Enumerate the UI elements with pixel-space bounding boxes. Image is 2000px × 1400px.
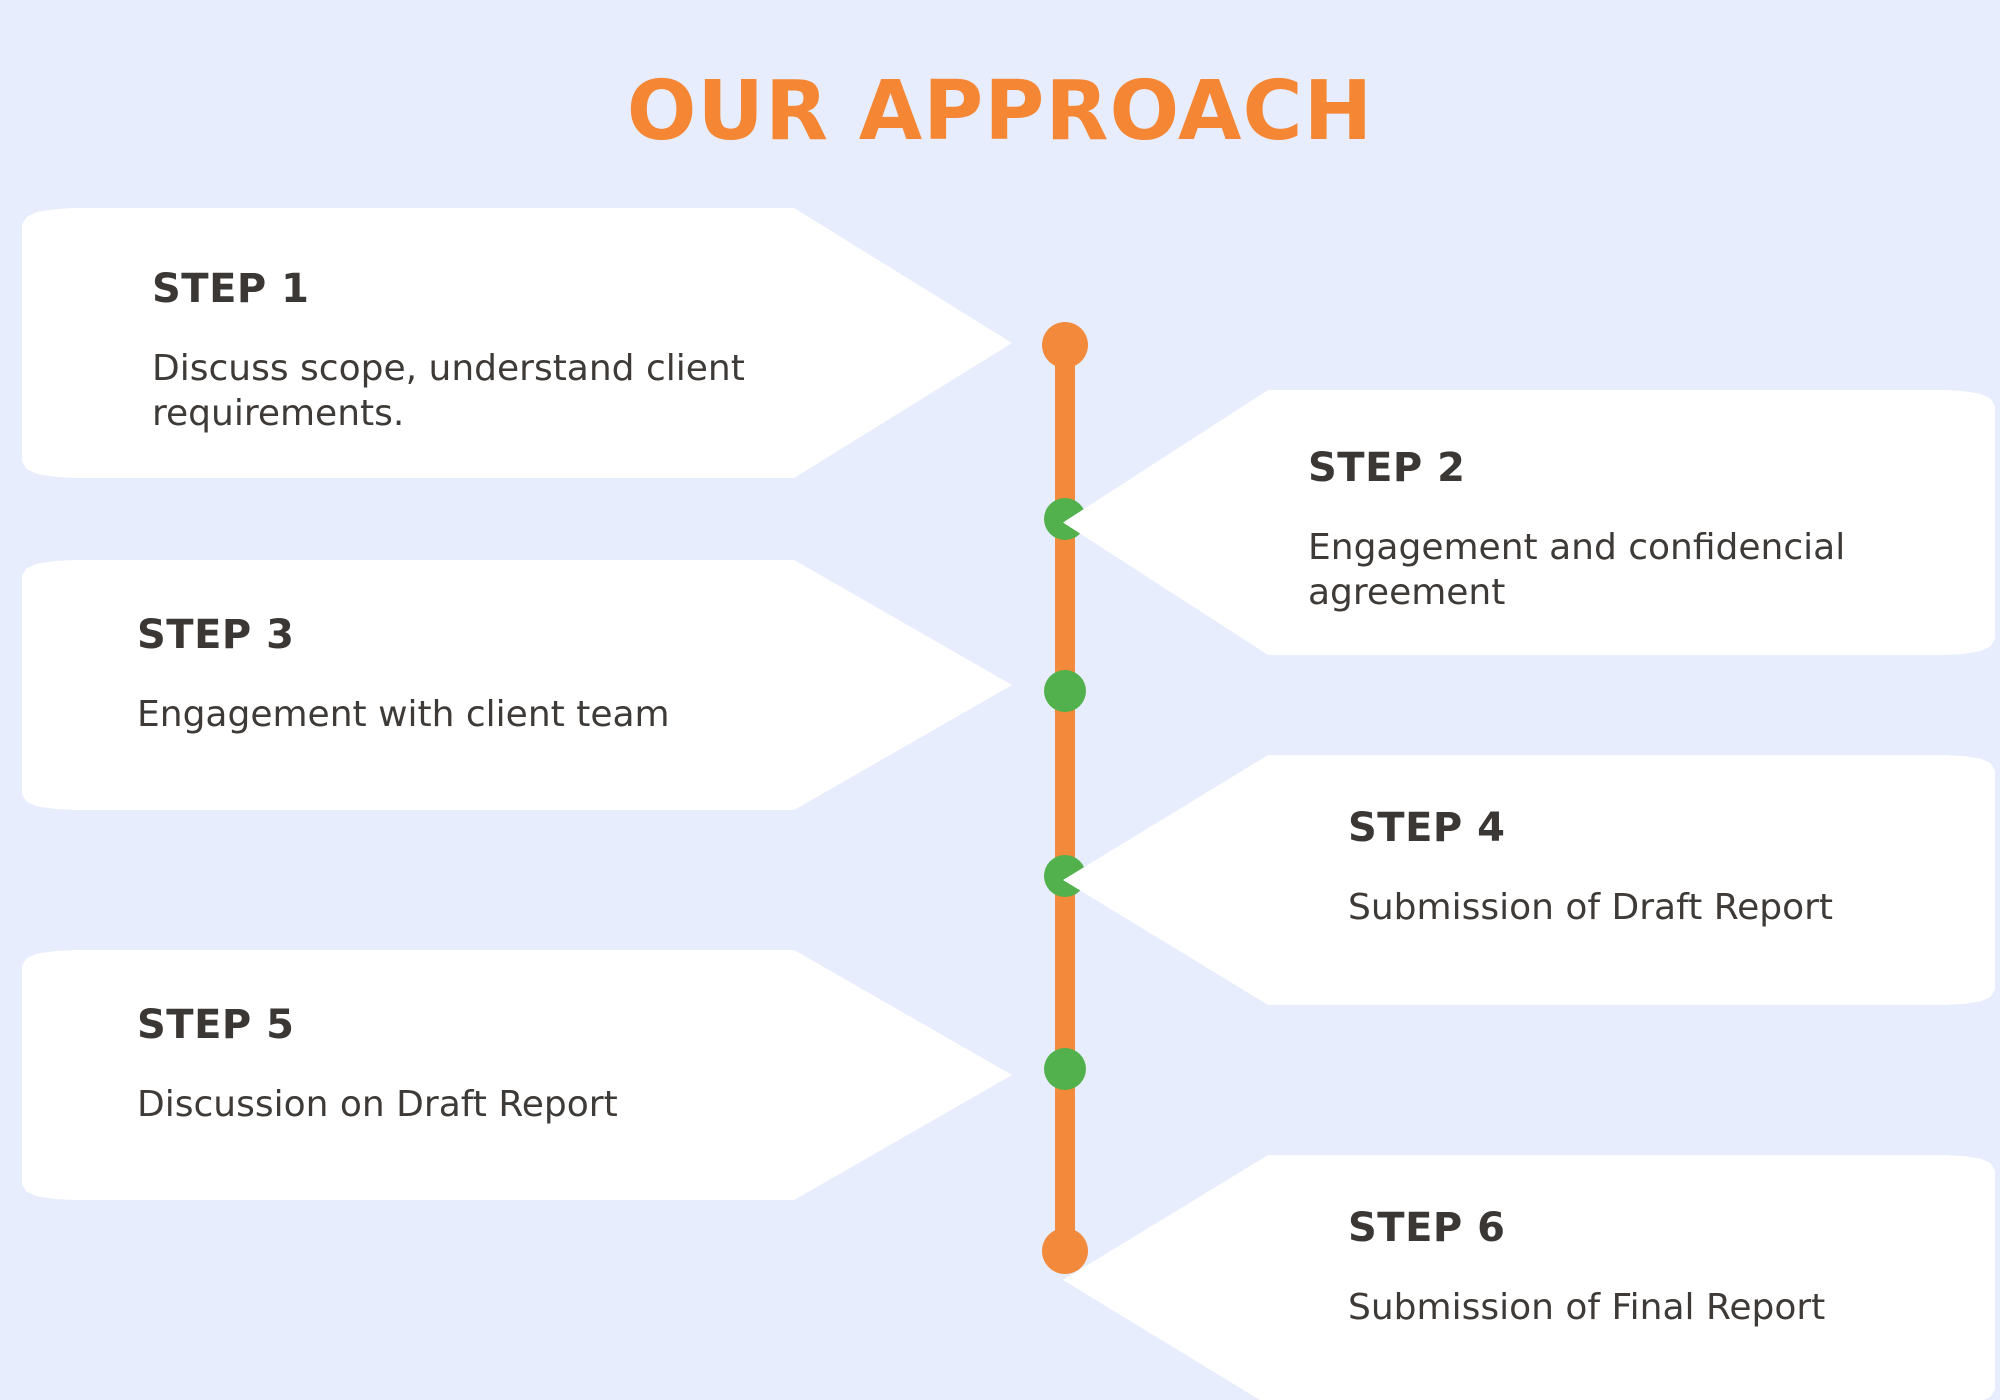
step-card-2[interactable]: STEP 2 Engagement and confidencial agree…: [1063, 390, 1995, 655]
step-card-4-content: STEP 4 Submission of Draft Report: [1348, 805, 1968, 930]
step-card-5-background: [22, 950, 1012, 1200]
step-card-5-description: Discussion on Draft Report: [137, 1084, 618, 1125]
step-card-3-description: Engagement with client team: [137, 694, 670, 735]
step-card-1-description: Discuss scope, understand client require…: [152, 348, 745, 435]
step-card-5-content: STEP 5 Discussion on Draft Report: [137, 1002, 877, 1127]
step-card-2-content: STEP 2 Engagement and confidencial agree…: [1308, 445, 1968, 616]
timeline-track: [1055, 340, 1075, 1260]
step-card-3-content: STEP 3 Engagement with client team: [137, 612, 877, 737]
step-card-5-label: STEP 5: [137, 1002, 295, 1048]
step-card-6-description: Submission of Final Report: [1348, 1287, 1826, 1328]
timeline-node-step-1: [1042, 322, 1088, 368]
step-card-4-description: Submission of Draft Report: [1348, 887, 1834, 928]
step-card-3[interactable]: STEP 3 Engagement with client team: [22, 560, 1012, 810]
timeline-node-step-3: [1044, 670, 1086, 712]
step-card-5[interactable]: STEP 5 Discussion on Draft Report: [22, 950, 1012, 1200]
step-card-2-description: Engagement and confidencial agreement: [1308, 527, 1846, 614]
step-card-6[interactable]: STEP 6 Submission of Final Report: [1063, 1155, 1995, 1400]
step-card-6-content: STEP 6 Submission of Final Report: [1348, 1205, 1968, 1330]
timeline-node-step-6: [1042, 1228, 1088, 1274]
step-card-1-content: STEP 1 Discuss scope, understand client …: [152, 266, 872, 437]
step-card-6-background: [1063, 1155, 1995, 1400]
page-title: OUR APPROACH: [626, 63, 1374, 159]
step-card-4-label: STEP 4: [1348, 805, 1506, 851]
step-card-3-label: STEP 3: [137, 612, 295, 658]
step-card-6-label: STEP 6: [1348, 1205, 1506, 1251]
timeline-node-step-5: [1044, 1048, 1086, 1090]
step-card-3-background: [22, 560, 1012, 810]
step-card-2-background: [1063, 390, 1995, 655]
step-card-1-background: [22, 208, 1012, 478]
step-card-1-label: STEP 1: [152, 266, 310, 312]
step-card-1[interactable]: STEP 1 Discuss scope, understand client …: [22, 208, 1012, 478]
step-card-4[interactable]: STEP 4 Submission of Draft Report: [1063, 755, 1995, 1005]
step-card-4-background: [1063, 755, 1995, 1005]
step-card-2-label: STEP 2: [1308, 445, 1466, 491]
